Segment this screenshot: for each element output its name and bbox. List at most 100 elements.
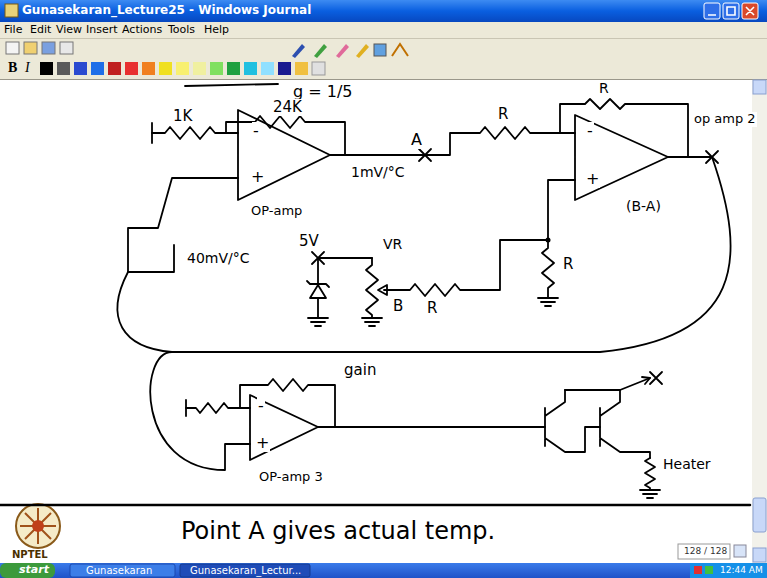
part-name: op amp 2 <box>693 112 757 127</box>
ground-symbol <box>185 400 187 416</box>
zener-diode-symbol <box>310 285 326 298</box>
bold-button: B <box>8 60 17 76</box>
taskbar-label: Gunasekaran <box>86 565 152 577</box>
minimize-button <box>704 3 720 19</box>
logo-ring <box>16 504 60 548</box>
taskbar <box>0 563 767 578</box>
heater-resistor <box>645 458 655 490</box>
potentiometer-symbol <box>366 258 378 318</box>
color-swatch <box>261 62 274 75</box>
toolbar <box>0 38 767 80</box>
selection-tool <box>356 44 369 58</box>
maximize-button <box>723 3 739 19</box>
nptel-logo <box>16 504 60 548</box>
highlighter-tool <box>314 44 327 58</box>
color-swatch <box>193 62 206 75</box>
wire <box>668 156 712 158</box>
color-swatch <box>295 62 308 75</box>
voltage-value: 5V <box>298 233 320 250</box>
pin-sign: + <box>585 170 600 188</box>
part-name: gain <box>343 362 377 379</box>
handwritten-note: Point A gives actual temp. <box>180 518 496 546</box>
menu-item: View <box>56 24 82 37</box>
color-swatch <box>176 62 189 75</box>
part-name: Heater <box>662 456 712 472</box>
pin-sign: + <box>250 168 265 186</box>
transistor-symbol <box>600 390 650 458</box>
tray-icon <box>705 566 713 574</box>
title-bar <box>0 0 767 22</box>
resistor-symbol <box>542 240 554 298</box>
toolbar-icon <box>42 42 55 54</box>
pin-sign: - <box>586 122 594 140</box>
wire-with-resistor <box>384 240 548 296</box>
tray-icon <box>694 566 702 574</box>
color-swatch <box>125 62 138 75</box>
ground-symbol <box>538 298 558 306</box>
pin-sign: + <box>255 434 270 452</box>
wiper-arrow <box>378 285 387 295</box>
page-counter-box <box>678 544 730 559</box>
menu-item: File <box>4 24 22 37</box>
transistor-symbol <box>545 390 600 452</box>
color-swatch <box>312 62 325 75</box>
toolbar-divider <box>0 38 767 39</box>
zener-diode-symbol <box>307 258 329 318</box>
scrollbar-track <box>752 80 767 563</box>
resistor-value: 1K <box>172 108 193 125</box>
sensitivity-note: 1mV/°C <box>350 164 406 180</box>
taskbar-label: Gunasekaran_Lectur... <box>190 565 301 577</box>
resistor-value: R <box>598 80 610 96</box>
color-swatches <box>40 62 325 75</box>
logo-text: NPTEL <box>12 549 48 561</box>
window-title: Gunasekaran_Lecture25 - Windows Journal <box>22 4 311 18</box>
resistor-symbol <box>186 403 250 413</box>
feedback-resistor <box>226 116 345 155</box>
page-counter: 128 / 128 <box>684 546 727 556</box>
pin-sign: - <box>252 122 260 140</box>
node-name: A <box>410 131 423 149</box>
insert-space-tool <box>374 44 386 56</box>
eraser-tool <box>336 44 349 58</box>
menu-item: Tools <box>168 24 195 37</box>
logo-petals <box>20 508 56 544</box>
wire <box>565 378 650 390</box>
menu-item: Help <box>204 24 229 37</box>
system-tray <box>690 563 767 578</box>
start-label: start <box>19 564 49 577</box>
window-control-glyphs <box>708 7 754 15</box>
ink-stroke <box>185 84 278 86</box>
taskbar-button <box>70 564 175 577</box>
op-amp-symbol <box>238 110 330 200</box>
color-swatch <box>278 62 291 75</box>
menu-item: Insert <box>86 24 118 37</box>
journal-page <box>0 80 752 563</box>
menu-bar <box>0 22 767 38</box>
wire <box>318 257 372 259</box>
logo-centre <box>32 520 44 532</box>
wire <box>548 180 575 240</box>
test-point-mark <box>419 149 431 161</box>
taskbar-button <box>180 564 310 577</box>
pin-sign: - <box>257 397 265 415</box>
color-swatch <box>210 62 223 75</box>
scroll-down-button <box>753 548 766 562</box>
color-swatch <box>227 62 240 75</box>
color-swatch <box>159 62 172 75</box>
pen-tool <box>292 44 305 58</box>
page-nav-icon <box>734 545 746 557</box>
color-swatch <box>244 62 257 75</box>
feedback-resistor <box>240 379 335 427</box>
test-point-mark <box>650 372 662 384</box>
node-name: B <box>392 298 404 315</box>
wire <box>318 426 545 428</box>
op-amp-symbol <box>250 395 318 460</box>
ink-stroke <box>117 272 172 352</box>
color-swatch <box>74 62 87 75</box>
menu-item: Edit <box>30 24 51 37</box>
color-swatch <box>91 62 104 75</box>
